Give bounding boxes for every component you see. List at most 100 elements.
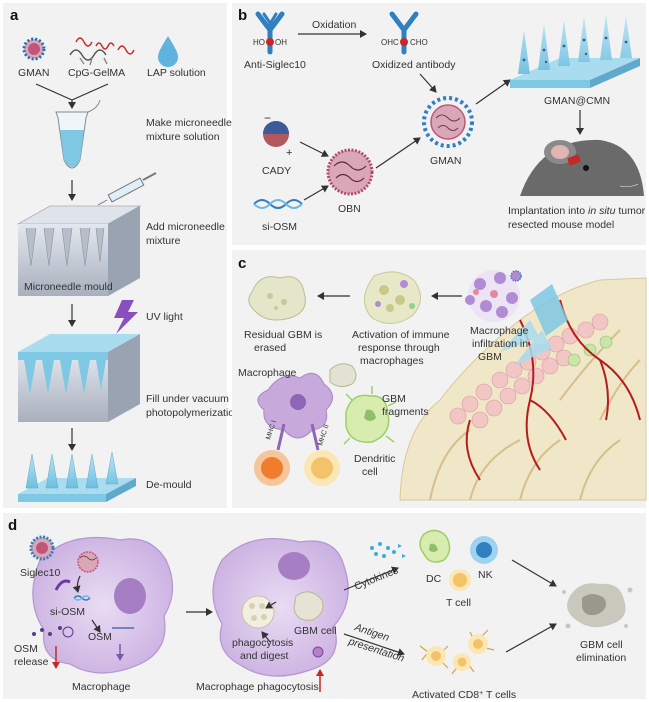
activation-line2: response through [358, 342, 440, 354]
cady-icon [263, 121, 289, 147]
macro-phago-label: Macrophage phagocytosis [196, 681, 319, 693]
immune-activation-cluster [364, 271, 421, 324]
activation-line3: macrophages [360, 355, 424, 367]
lap-label: LAP solution [147, 67, 206, 79]
obn-label: OBN [338, 203, 361, 215]
cd8-text-sup: + [479, 690, 483, 697]
si-osm-b-label: si-OSM [262, 221, 297, 233]
make-mixture-line1: Make microneedle [146, 117, 232, 129]
phagocytosis-line2: and digest [240, 650, 289, 662]
implantation-text-b: tumor [618, 205, 645, 217]
elimination-line1: GBM cell [580, 639, 623, 651]
oxidation-label: Oxidation [312, 19, 357, 31]
gbm-fragments-line1: GBM [382, 393, 406, 405]
cady-label: CADY [262, 165, 291, 177]
panel-c: c [232, 250, 647, 508]
osm-release-line2: release [14, 656, 49, 668]
dendritic-line2: cell [362, 466, 378, 478]
cd8-t-cells-icon [419, 629, 495, 675]
mixture-tube-icon [55, 99, 101, 169]
dendritic-line1: Dendritic [354, 453, 395, 465]
gman-large-icon [422, 96, 474, 148]
cpg-gelma-chain-icon [69, 37, 135, 66]
residual-gbm-icon [248, 276, 306, 321]
gman-cmn-label: GMAN@CMN [544, 95, 610, 107]
dc-label: DC [426, 573, 442, 585]
siosm-d-helix-icon [73, 595, 91, 601]
cd8-to-elimination-arrow [505, 623, 557, 653]
panel-a-label: a [10, 7, 19, 24]
uv-label: UV light [146, 311, 183, 323]
microneedle-patch [18, 451, 136, 502]
cady-to-obn-arrow [299, 141, 329, 157]
antigen-presentation-arrow [343, 633, 405, 656]
siglec10-label: Siglec10 [20, 567, 60, 579]
oxidized-antibody-label: Oxidized antibody [372, 59, 456, 71]
implantation-text-a: Implantation into [508, 205, 585, 217]
gbm-fragments-line2: fragments [382, 406, 429, 418]
merge-arrow [35, 83, 109, 109]
t-cell-d-icon [449, 569, 471, 591]
cd8-text-post: T cells [483, 689, 516, 701]
ohc-label: OHC [381, 38, 399, 47]
tcell-d-label: T cell [446, 597, 471, 609]
activation-line1: Activation of immune [352, 329, 450, 341]
microneedle-mould [16, 205, 142, 296]
cady-minus: − [264, 111, 271, 125]
mouse-model-icon [520, 139, 644, 196]
cpg-gelma-label: CpG-GelMA [68, 67, 125, 79]
make-mixture-line2: mixture solution [146, 131, 220, 143]
siglec10-receptor [54, 579, 71, 591]
phagocytosis-line1: phagocytosis [232, 637, 293, 649]
digest-arrow [261, 631, 271, 643]
gbm-cell-d-icon [293, 591, 324, 621]
lap-droplet-icon [158, 36, 178, 67]
macrophage-infiltration-cluster [465, 270, 522, 322]
panel-a: a GMAN CpG-GelMA LAP solution [3, 3, 249, 508]
gbm-elimination-icon [562, 583, 633, 629]
fill-line2: photopolymerization [146, 407, 240, 419]
gman-d-particle-icon [29, 535, 55, 561]
infiltration-line3: GBM [478, 351, 502, 363]
nk-label: NK [478, 569, 493, 581]
macrophage-d1-cell [32, 536, 174, 674]
macrophage-c-label: Macrophage [238, 367, 297, 379]
gbm-cell-d-label: GBM cell [294, 625, 337, 637]
siosm-to-osm-arrow [91, 619, 101, 633]
brain-section-illustration [399, 277, 647, 501]
gman-particle-icon [22, 37, 46, 61]
osm-release-dots [32, 626, 74, 638]
residual-line2: erased [254, 342, 286, 354]
si-osm-helix-icon [253, 199, 303, 209]
internalized-gman-icon [77, 551, 99, 573]
macrophage-c-icon [257, 372, 333, 439]
gman-to-cmn-arrow [475, 79, 511, 105]
residual-gbm-dots [267, 293, 287, 310]
siosm-d-label: si-OSM [50, 606, 85, 618]
infiltration-line1: Macrophage [470, 325, 529, 337]
gman-label: GMAN [18, 67, 50, 79]
panel-b-label: b [238, 7, 247, 24]
osm-label: OSM [88, 631, 112, 643]
implantation-line2: resected mouse model [508, 219, 614, 231]
t-cell-orange-icon [254, 450, 290, 486]
antigen-dot [312, 646, 324, 658]
cytokine-dots [370, 542, 406, 558]
t-cell-yellow-icon [304, 450, 340, 486]
demould-label: De-mould [146, 479, 192, 491]
siosm-to-obn-arrow [303, 185, 329, 201]
gman-b-label: GMAN [430, 155, 462, 167]
panel-b: b HO OH Anti-Siglec10 Oxidation OHC CHO … [232, 3, 646, 245]
obn-to-gman-arrow [375, 137, 421, 169]
innate-to-elimination-arrow [511, 559, 557, 587]
panel-d-label: d [8, 517, 17, 534]
mould-label: Microneedle mould [24, 281, 113, 293]
ho-label: HO [253, 38, 265, 47]
cady-plus: + [286, 147, 292, 159]
uv-light-icon [114, 300, 138, 334]
panel-c-label: c [238, 255, 246, 272]
add-mixture-line1: Add microneedle [146, 221, 225, 233]
macrophage-d2-cell [212, 537, 349, 677]
oh-label: OH [275, 38, 287, 47]
macrophage-d1-nucleus [114, 578, 146, 614]
